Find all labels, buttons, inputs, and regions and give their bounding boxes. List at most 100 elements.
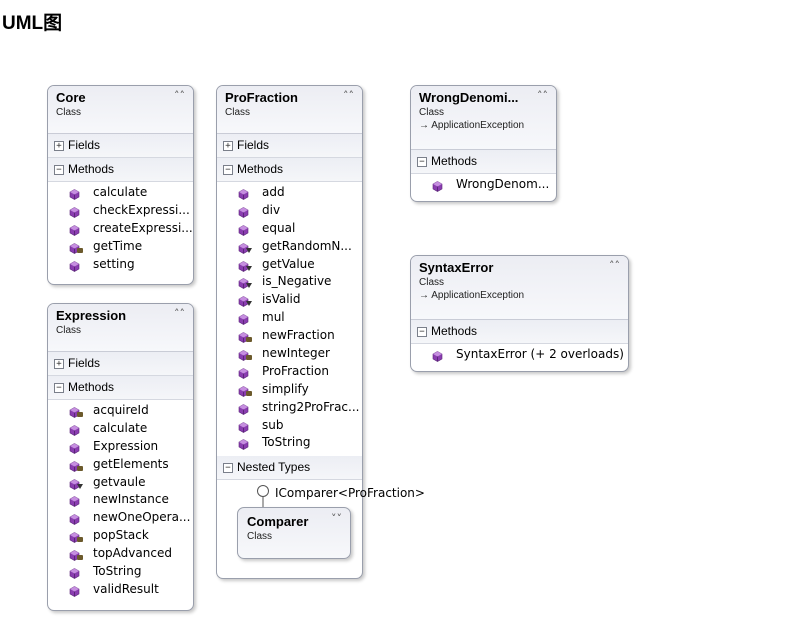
section-methods[interactable]: −Methods xyxy=(48,158,193,182)
private-lock-icon xyxy=(246,355,252,361)
expand-chevron-icon[interactable]: ˅˅ xyxy=(331,512,342,525)
method-icon xyxy=(238,349,252,361)
method-row[interactable]: equal xyxy=(217,220,362,238)
method-row[interactable]: div xyxy=(217,202,362,220)
class-header: Expression Class ˄˄ xyxy=(48,304,193,352)
method-row[interactable]: Expression xyxy=(48,438,193,456)
method-row[interactable]: newFraction xyxy=(217,327,362,345)
method-name: sub xyxy=(262,417,284,432)
method-name: mul xyxy=(262,310,285,325)
method-name: calculate xyxy=(93,185,148,199)
method-icon xyxy=(238,421,249,433)
method-row[interactable]: string2ProFrac... xyxy=(217,399,362,417)
method-name: ProFraction xyxy=(262,363,329,378)
collapse-minus-icon[interactable]: − xyxy=(54,165,64,175)
method-name: string2ProFrac... xyxy=(262,399,360,414)
method-name: getRandomN... xyxy=(262,238,352,253)
collapse-chevron-icon[interactable]: ˄˄ xyxy=(609,259,620,272)
class-expression[interactable]: Expression Class ˄˄ +Fields −Methods acq… xyxy=(47,303,194,611)
section-fields[interactable]: +Fields xyxy=(48,352,193,376)
class-stereotype: Class xyxy=(225,107,251,118)
method-row[interactable]: WrongDenom... xyxy=(411,176,556,194)
method-name: getValue xyxy=(262,256,315,271)
section-methods[interactable]: −Methods xyxy=(411,150,556,174)
method-row[interactable]: validResult xyxy=(48,581,193,599)
nested-class-comparer[interactable]: Comparer Class ˅˅ xyxy=(237,507,351,559)
method-row[interactable]: ProFraction xyxy=(217,363,362,381)
section-fields[interactable]: +Fields xyxy=(217,134,362,158)
collapse-minus-icon[interactable]: − xyxy=(223,165,233,175)
method-row[interactable]: newInstance xyxy=(48,491,193,509)
method-name: newOneOpera... xyxy=(93,510,191,525)
method-row[interactable]: getvaule xyxy=(48,474,193,492)
method-icon xyxy=(69,224,80,236)
method-row[interactable]: newOneOpera... xyxy=(48,509,193,527)
method-row[interactable]: createExpressi... xyxy=(48,220,193,238)
expand-plus-icon[interactable]: + xyxy=(223,141,233,151)
section-fields[interactable]: +Fields xyxy=(48,134,193,158)
method-row[interactable]: acquireId xyxy=(48,402,193,420)
method-row[interactable]: setting xyxy=(48,256,193,274)
collapse-minus-icon[interactable]: − xyxy=(54,383,64,393)
section-nested-types[interactable]: −Nested Types xyxy=(217,456,362,481)
collapse-chevron-icon[interactable]: ˄˄ xyxy=(174,307,185,320)
method-row[interactable]: getRandomN... xyxy=(217,238,362,256)
class-profraction[interactable]: ProFraction Class ˄˄ +Fields −Methods ad… xyxy=(216,85,363,579)
member-list: WrongDenom... xyxy=(411,174,556,198)
section-methods[interactable]: −Methods xyxy=(217,158,362,182)
method-row[interactable]: is_Negative xyxy=(217,273,362,291)
method-row[interactable]: isValid xyxy=(217,291,362,309)
private-lock-icon xyxy=(77,465,83,471)
page-title: UML图 xyxy=(2,13,63,34)
base-class: → ApplicationException xyxy=(419,120,525,131)
method-icon xyxy=(69,460,83,472)
collapse-chevron-icon[interactable]: ˄˄ xyxy=(343,89,354,102)
method-row[interactable]: popStack xyxy=(48,527,193,545)
method-row[interactable]: getTime xyxy=(48,238,193,256)
class-syntaxerror[interactable]: SyntaxError Class → ApplicationException… xyxy=(410,255,629,372)
method-row[interactable]: calculate xyxy=(48,420,193,438)
private-lock-icon xyxy=(246,337,252,343)
section-methods[interactable]: −Methods xyxy=(48,376,193,400)
method-icon xyxy=(69,585,80,597)
method-row[interactable]: calculate xyxy=(48,184,193,202)
collapse-minus-icon[interactable]: − xyxy=(417,327,427,337)
method-row[interactable]: getElements xyxy=(48,456,193,474)
method-row[interactable]: ToString xyxy=(48,563,193,581)
method-name: ToString xyxy=(262,435,311,450)
method-icon xyxy=(69,549,83,561)
method-icon xyxy=(69,260,80,272)
class-name: Expression xyxy=(56,308,127,323)
private-lock-icon xyxy=(77,412,83,417)
private-lock-icon xyxy=(77,555,83,561)
private-lock-icon xyxy=(77,247,83,253)
method-row[interactable]: checkExpressi... xyxy=(48,202,193,220)
method-row[interactable]: newInteger xyxy=(217,345,362,363)
expand-plus-icon[interactable]: + xyxy=(54,359,64,369)
section-methods[interactable]: −Methods xyxy=(411,320,628,344)
method-row[interactable]: sub xyxy=(217,417,362,435)
class-header: SyntaxError Class → ApplicationException… xyxy=(411,256,628,320)
method-row[interactable]: getValue xyxy=(217,256,362,274)
expand-plus-icon[interactable]: + xyxy=(54,141,64,151)
method-icon xyxy=(69,406,83,418)
class-core[interactable]: Core Class ˄˄ +Fields −Methods calculate… xyxy=(47,85,194,285)
method-row[interactable]: SyntaxError (+ 2 overloads) xyxy=(411,346,628,364)
method-row[interactable]: mul xyxy=(217,309,362,327)
method-name: SyntaxError (+ 2 overloads) xyxy=(456,347,624,361)
class-stereotype: Class xyxy=(247,531,273,542)
collapse-minus-icon[interactable]: − xyxy=(223,463,233,474)
method-row[interactable]: topAdvanced xyxy=(48,545,193,563)
method-icon xyxy=(238,277,252,290)
collapse-minus-icon[interactable]: − xyxy=(417,157,427,167)
collapse-chevron-icon[interactable]: ˄˄ xyxy=(537,89,548,102)
method-row[interactable]: simplify xyxy=(217,381,362,399)
method-row[interactable]: ToString xyxy=(217,434,362,452)
method-name: checkExpressi... xyxy=(93,202,190,217)
method-row[interactable]: add xyxy=(217,184,362,202)
class-name: Comparer xyxy=(247,514,309,529)
method-icon xyxy=(238,331,252,343)
collapse-chevron-icon[interactable]: ˄˄ xyxy=(174,89,185,102)
class-wrongdenominator[interactable]: WrongDenomi... Class → ApplicationExcept… xyxy=(410,85,557,202)
